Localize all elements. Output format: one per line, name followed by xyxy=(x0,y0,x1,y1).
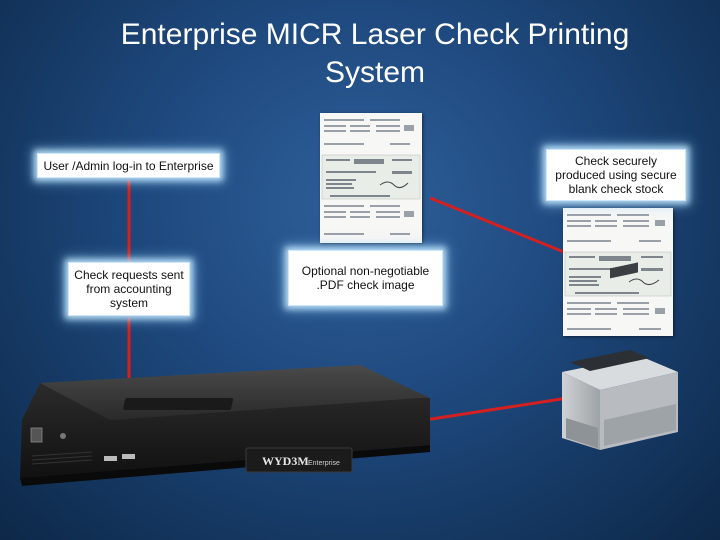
connector-check-to-printer xyxy=(429,196,565,254)
title-line-1: Enterprise MICR Laser Check Printing xyxy=(120,18,630,51)
usb-port-1 xyxy=(104,456,117,461)
brand-model: Enterprise xyxy=(308,460,340,467)
callout-optional-pdf: Optional non-negotiable .PDF check image xyxy=(288,250,443,306)
power-switch xyxy=(30,427,43,443)
laser-printer xyxy=(562,262,678,450)
brand-plate xyxy=(245,447,353,473)
title-line-2: System xyxy=(324,56,426,89)
server-front-grille xyxy=(31,451,93,465)
callout-secure-production: Check securely produced using secure bla… xyxy=(546,149,686,201)
callout-optional-pdf-text: Optional non-negotiable .PDF check image xyxy=(301,264,430,292)
status-led xyxy=(60,433,66,439)
usb-port-2 xyxy=(122,454,135,459)
callout-login: User /Admin log-in to Enterprise xyxy=(37,153,220,178)
slide-title: Enterprise MICR Laser Check Printing Sys… xyxy=(60,16,690,92)
brand-logo: WYD3M xyxy=(262,454,309,468)
callout-secure-production-text: Check securely produced using secure bla… xyxy=(555,154,677,196)
check-document-graphic xyxy=(321,119,421,235)
server-vent-grille xyxy=(123,398,234,410)
connector-server-to-printer xyxy=(424,396,569,422)
callout-login-text: User /Admin log-in to Enterprise xyxy=(43,158,214,173)
callout-check-requests: Check requests sent from accounting syst… xyxy=(68,262,190,316)
callout-check-requests-text: Check requests sent from accounting syst… xyxy=(74,268,184,310)
check-document-pdf xyxy=(320,113,422,243)
